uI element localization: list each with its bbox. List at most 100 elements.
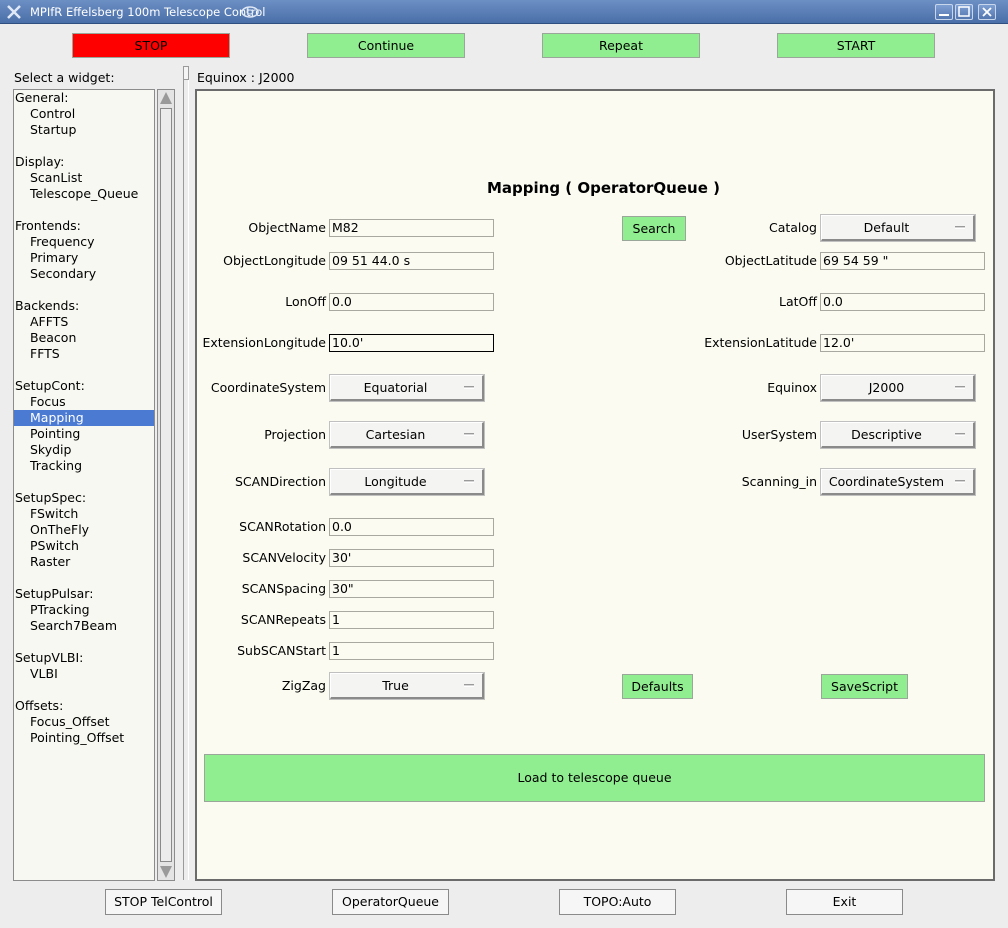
dropdown-indicator-icon [464, 684, 474, 687]
scanning-in-value: CoordinateSystem [828, 474, 945, 489]
list-item-ptracking[interactable]: PTracking [30, 602, 90, 617]
list-item-startup[interactable]: Startup [30, 122, 77, 137]
scan-repeats-field[interactable]: 1 [329, 611, 494, 629]
save-script-button[interactable]: SaveScript [821, 674, 908, 699]
dropdown-indicator-icon [464, 480, 474, 483]
list-item-affts[interactable]: AFFTS [30, 314, 69, 329]
list-item-focus-offset[interactable]: Focus_Offset [30, 714, 110, 729]
list-category-setuppulsar: SetupPulsar: [15, 586, 94, 601]
list-item-vlbi[interactable]: VLBI [30, 666, 58, 681]
list-category-setupcont: SetupCont: [15, 378, 85, 393]
maximize-button[interactable] [955, 4, 973, 20]
list-item-control[interactable]: Control [30, 106, 76, 121]
close-icon [982, 7, 992, 17]
scan-spacing-field[interactable]: 30" [329, 580, 494, 598]
coordinate-system-select[interactable]: Equatorial [329, 374, 485, 402]
list-item-focus[interactable]: Focus [30, 394, 66, 409]
repeat-button[interactable]: Repeat [542, 33, 700, 58]
widget-list-scrollbar[interactable] [157, 89, 175, 881]
scanning-in-label: Scanning_in [741, 474, 817, 489]
catalog-value: Default [863, 220, 910, 235]
scan-velocity-field[interactable]: 30' [329, 549, 494, 567]
minimize-icon [939, 14, 949, 16]
scan-direction-label: SCANDirection [234, 474, 326, 489]
object-latitude-field[interactable]: 69 54 59 " [820, 252, 985, 270]
list-item-onthefly[interactable]: OnTheFly [30, 522, 90, 537]
load-to-queue-button[interactable]: Load to telescope queue [204, 754, 985, 802]
object-name-field[interactable]: M82 [329, 219, 494, 237]
swirl-icon [241, 6, 259, 18]
object-longitude-field[interactable]: 09 51 44.0 s [329, 252, 494, 270]
scanning-in-select[interactable]: CoordinateSystem [820, 468, 976, 496]
scan-rotation-field[interactable]: 0.0 [329, 518, 494, 536]
equinox-select[interactable]: J2000 [820, 374, 976, 402]
list-item-pswitch[interactable]: PSwitch [30, 538, 79, 553]
user-system-value: Descriptive [851, 427, 922, 442]
maximize-icon [958, 6, 970, 17]
subscan-start-label: SubSCANStart [237, 643, 326, 658]
catalog-select[interactable]: Default [820, 214, 976, 242]
equinox-value: J2000 [868, 380, 905, 395]
zigzag-label: ZigZag [281, 678, 326, 693]
list-item-mapping[interactable]: Mapping [14, 410, 154, 426]
title-bar: MPIfR Effelsberg 100m Telescope Control [0, 0, 1008, 24]
subscan-start-field[interactable]: 1 [329, 642, 494, 660]
list-item-pointing-offset[interactable]: Pointing_Offset [30, 730, 125, 745]
lat-off-field[interactable]: 0.0 [820, 293, 985, 311]
user-system-select[interactable]: Descriptive [820, 421, 976, 449]
scrollbar-thumb[interactable] [160, 108, 172, 862]
scan-direction-select[interactable]: Longitude [329, 468, 485, 496]
continue-button[interactable]: Continue [307, 33, 465, 58]
list-item-raster[interactable]: Raster [30, 554, 71, 569]
list-category-frontends: Frontends: [15, 218, 81, 233]
lon-off-field[interactable]: 0.0 [329, 293, 494, 311]
list-item-beacon[interactable]: Beacon [30, 330, 77, 345]
operator-queue-button[interactable]: OperatorQueue [332, 889, 449, 915]
search-button[interactable]: Search [622, 216, 686, 241]
start-button[interactable]: START [777, 33, 935, 58]
projection-select[interactable]: Cartesian [329, 421, 485, 449]
object-longitude-label: ObjectLongitude [223, 253, 326, 268]
select-widget-label: Select a widget: [14, 70, 115, 85]
zigzag-select[interactable]: True [329, 672, 485, 700]
zigzag-value: True [382, 678, 409, 693]
object-latitude-label: ObjectLatitude [724, 253, 817, 268]
list-item-secondary[interactable]: Secondary [30, 266, 97, 281]
coordinate-system-value: Equatorial [363, 380, 428, 395]
list-item-tracking[interactable]: Tracking [30, 458, 83, 473]
scroll-down-icon[interactable] [160, 866, 172, 878]
extension-latitude-field[interactable]: 12.0' [820, 334, 985, 352]
minimize-button[interactable] [935, 4, 953, 20]
form-title: Mapping ( OperatorQueue ) [487, 179, 720, 197]
exit-button[interactable]: Exit [786, 889, 903, 915]
list-item-primary[interactable]: Primary [30, 250, 79, 265]
defaults-button[interactable]: Defaults [622, 674, 693, 699]
list-category-setupvlbi: SetupVLBI: [15, 650, 84, 665]
list-item-fswitch[interactable]: FSwitch [30, 506, 79, 521]
coordinate-system-label: CoordinateSystem [210, 380, 326, 395]
scroll-up-icon[interactable] [160, 92, 172, 104]
stop-telcontrol-button[interactable]: STOP TelControl [105, 889, 222, 915]
list-item-telescope-queue[interactable]: Telescope_Queue [30, 186, 139, 201]
app-x-icon [7, 5, 21, 19]
list-item-ffts[interactable]: FFTS [30, 346, 60, 361]
dropdown-indicator-icon [464, 433, 474, 436]
list-item-scanlist[interactable]: ScanList [30, 170, 83, 185]
panel-splitter[interactable] [183, 66, 189, 880]
list-category-display: Display: [15, 154, 65, 169]
dropdown-indicator-icon [955, 386, 965, 389]
list-item-pointing[interactable]: Pointing [30, 426, 81, 441]
list-item-skydip[interactable]: Skydip [30, 442, 72, 457]
lat-off-label: LatOff [779, 294, 817, 309]
list-category-offsets: Offsets: [15, 698, 64, 713]
topo-auto-button[interactable]: TOPO:Auto [559, 889, 676, 915]
close-button[interactable] [978, 4, 996, 20]
stop-button[interactable]: STOP [72, 33, 230, 58]
scan-repeats-label: SCANRepeats [240, 612, 326, 627]
list-category-setupspec: SetupSpec: [15, 490, 87, 505]
list-item-search7beam[interactable]: Search7Beam [30, 618, 117, 633]
extension-longitude-field[interactable]: 10.0' [329, 334, 494, 352]
list-item-frequency[interactable]: Frequency [30, 234, 95, 249]
splitter-handle[interactable] [183, 66, 189, 80]
